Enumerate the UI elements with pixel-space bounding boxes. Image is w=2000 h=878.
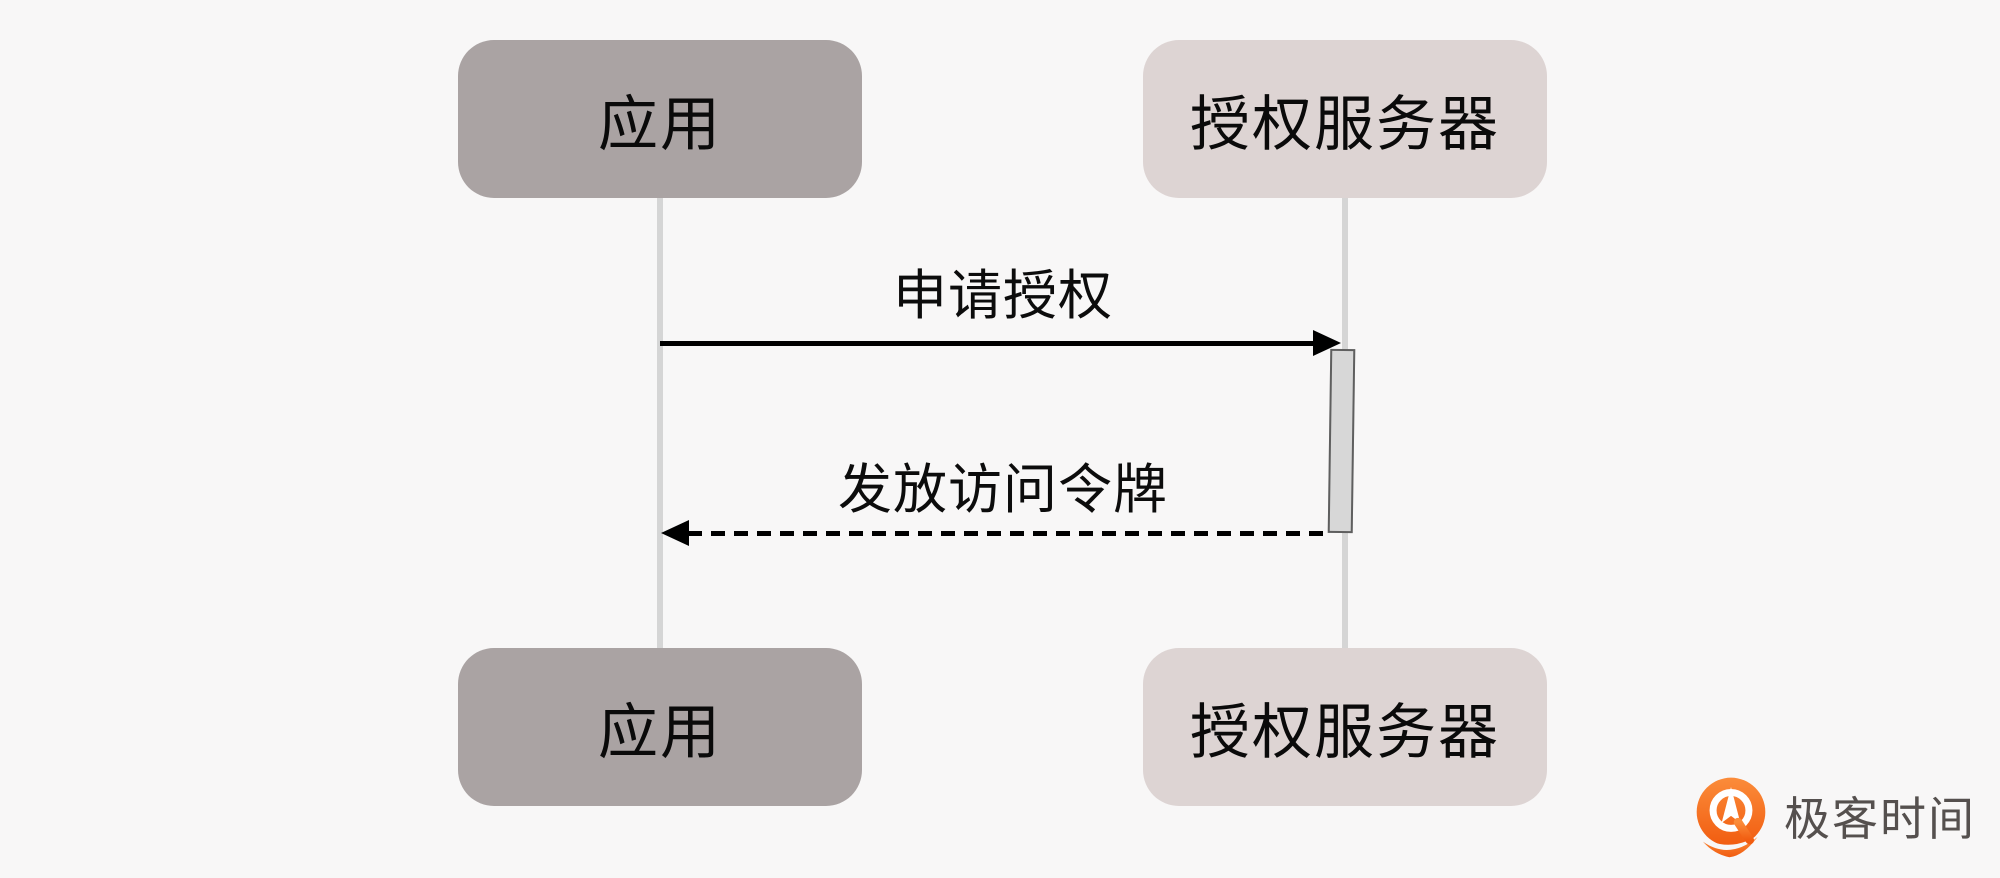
message-label-request-auth: 申请授权 xyxy=(893,266,1113,326)
lifeline-app xyxy=(657,190,663,656)
actor-box-app-bottom: 应用 xyxy=(458,648,862,806)
message-label-issue-token: 发放访问令牌 xyxy=(838,460,1168,520)
actor-box-auth-server-bottom: 授权服务器 xyxy=(1143,648,1547,806)
actor-box-app-top: 应用 xyxy=(458,40,862,198)
actor-label-app-top: 应用 xyxy=(598,90,722,158)
arrowhead-left-icon xyxy=(661,520,689,546)
actor-box-auth-server-top: 授权服务器 xyxy=(1143,40,1547,198)
actor-label-app-bottom: 应用 xyxy=(598,698,722,766)
geektime-pin-icon xyxy=(1695,777,1767,858)
actor-label-auth-server-bottom: 授权服务器 xyxy=(1190,698,1500,766)
message-line-request-auth xyxy=(660,341,1316,346)
geektime-logo: 极客时间 xyxy=(1692,776,1976,862)
actor-label-auth-server-top: 授权服务器 xyxy=(1190,90,1500,158)
geektime-logo-text: 极客时间 xyxy=(1784,793,1976,845)
message-line-issue-token xyxy=(688,531,1331,536)
